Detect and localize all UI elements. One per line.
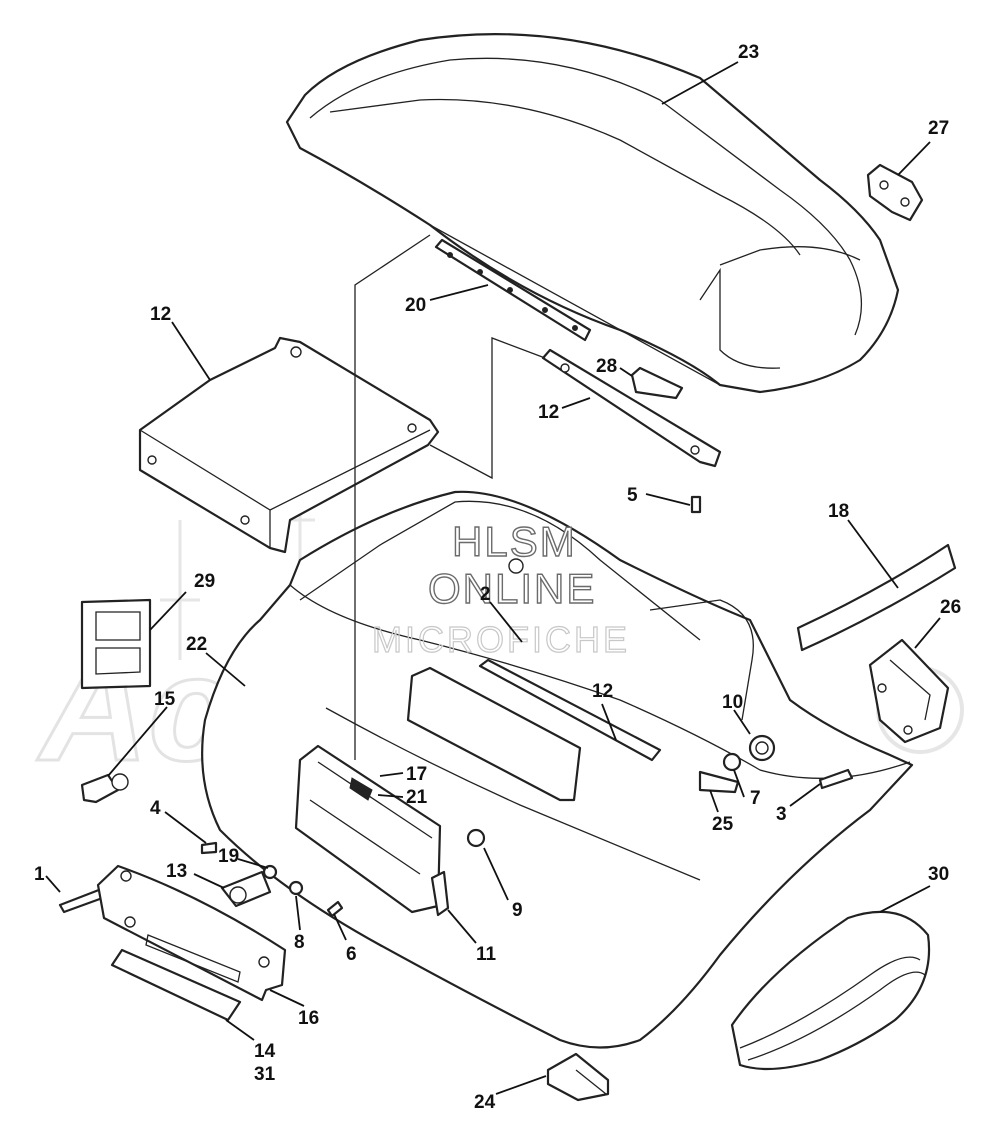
callout-9: 9 xyxy=(512,900,523,921)
watermark: HLSM ONLINE MICROFICHE xyxy=(371,517,630,660)
callout-22: 22 xyxy=(186,634,207,655)
part-8-nut xyxy=(288,880,304,896)
callout-10: 10 xyxy=(722,692,743,713)
callout-23: 23 xyxy=(738,42,759,63)
part-12-strap xyxy=(541,348,722,468)
callout-21: 21 xyxy=(406,787,428,808)
callout-2: 2 xyxy=(480,584,491,605)
part-7-washer xyxy=(722,752,742,772)
part-18-trim xyxy=(796,543,957,652)
part-4-screw xyxy=(200,841,218,855)
leader-lines xyxy=(45,61,941,1095)
part-11-latch xyxy=(430,870,450,917)
part-15-lock xyxy=(80,773,129,804)
part-14-label xyxy=(110,948,242,1022)
callout-26: 26 xyxy=(940,597,961,618)
callout-5: 5 xyxy=(627,485,638,506)
callout-12-mid: 12 xyxy=(592,681,613,702)
watermark-line2: ONLINE xyxy=(428,565,596,612)
part-24-clip xyxy=(546,1052,610,1102)
callout-27: 27 xyxy=(928,118,949,139)
callout-1: 1 xyxy=(34,864,45,885)
callout-16: 16 xyxy=(298,1008,319,1029)
part-28-label xyxy=(630,366,684,400)
callout-31: 31 xyxy=(254,1064,276,1085)
callout-18: 18 xyxy=(828,501,849,522)
watermark-line3: MICROFICHE xyxy=(372,619,630,660)
callout-11: 11 xyxy=(476,944,497,965)
callout-8: 8 xyxy=(294,932,305,953)
callout-12-strap: 12 xyxy=(538,402,559,423)
part-6-screw xyxy=(326,900,344,918)
callout-12-top: 12 xyxy=(150,304,171,325)
callout-4: 4 xyxy=(150,798,161,819)
callout-30: 30 xyxy=(928,864,949,885)
part-25-pin xyxy=(698,770,740,794)
part-5-screw xyxy=(690,495,702,514)
assembly-lines xyxy=(354,234,546,760)
callout-14: 14 xyxy=(254,1041,276,1062)
callout-19: 19 xyxy=(218,846,239,867)
part-9-nut xyxy=(466,828,486,848)
callout-15: 15 xyxy=(154,689,176,710)
callout-13: 13 xyxy=(166,861,187,882)
part-13-lock-cylinder xyxy=(220,870,272,908)
callout-24: 24 xyxy=(474,1092,496,1113)
callouts: 23 27 20 12 28 12 5 18 26 29 22 2 12 10 … xyxy=(34,42,961,1113)
callout-17: 17 xyxy=(406,764,427,785)
callout-3: 3 xyxy=(776,804,787,825)
callout-7: 7 xyxy=(750,788,761,809)
part-29-sticker xyxy=(80,598,152,690)
part-10-grommet xyxy=(748,734,776,762)
part-23-lid xyxy=(285,33,900,394)
part-12-liner-left xyxy=(138,336,440,554)
callout-6: 6 xyxy=(346,944,357,965)
watermark-line1: HLSM xyxy=(452,518,577,565)
part-16-handle xyxy=(96,864,287,1002)
part-30-pouch xyxy=(730,910,931,1071)
callout-28: 28 xyxy=(596,356,617,377)
part-26-bracket xyxy=(868,638,950,744)
callout-25: 25 xyxy=(712,814,734,835)
callout-20: 20 xyxy=(405,295,426,316)
callout-29: 29 xyxy=(194,571,215,592)
part-3-screw xyxy=(818,768,854,790)
part-27-clip xyxy=(866,163,924,222)
part-19-clip xyxy=(262,864,278,880)
part-20-hinge-strip xyxy=(434,238,592,342)
